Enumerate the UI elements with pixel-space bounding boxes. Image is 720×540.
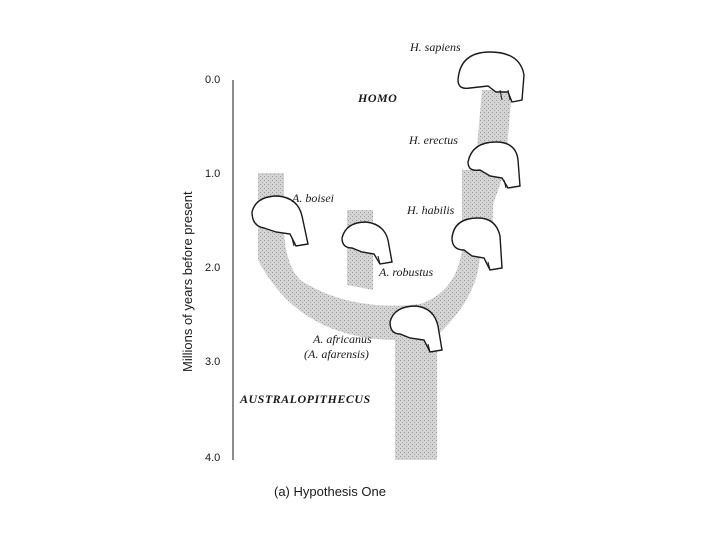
genus-label-homo: HOMO: [358, 91, 398, 105]
skull-h-sapiens: [457, 51, 525, 103]
species-label-a-boisei: A. boisei: [292, 191, 334, 205]
species-label-h-sapiens: H. sapiens: [410, 40, 461, 54]
tick-label-2: 2.0: [205, 262, 221, 274]
skull-a-boisei: [251, 195, 309, 247]
species-label-a-robustus: A. robustus: [379, 265, 434, 279]
tick-label-0: 0.0: [205, 74, 221, 86]
skull-a-robustus: [341, 221, 393, 265]
figure-caption: (a) Hypothesis One: [274, 484, 386, 499]
tick-label-3: 3.0: [205, 356, 221, 368]
genus-label-australopithecus: AUSTRALOPITHECUS: [240, 392, 371, 406]
species-label-h-erectus: H. erectus: [409, 133, 458, 147]
tick-label-1: 1.0: [205, 168, 221, 180]
skull-h-erectus: [467, 141, 521, 189]
species-label-a-africanus: A. africanus: [313, 332, 372, 346]
tick-label-4: 4.0: [205, 452, 221, 464]
species-label-a-afarensis: (A. afarensis): [304, 347, 369, 361]
axis-title: Millions of years before present: [180, 191, 195, 372]
skull-a-africanus: [389, 305, 443, 353]
skull-h-habilis: [451, 217, 503, 271]
species-label-h-habilis: H. habilis: [407, 203, 455, 217]
